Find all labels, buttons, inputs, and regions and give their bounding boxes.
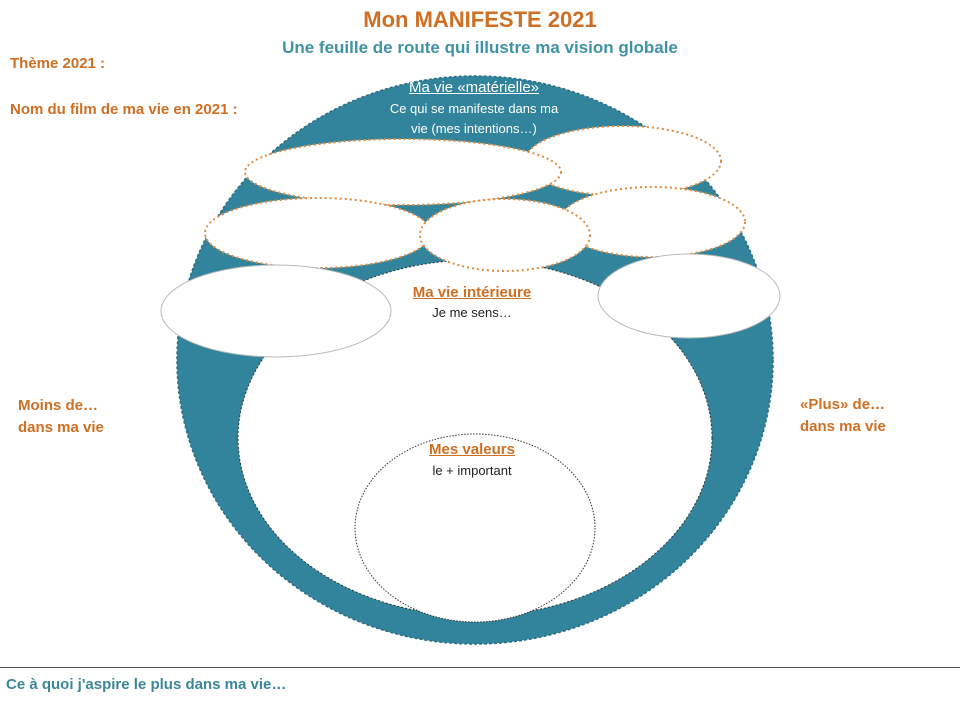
material-life-title: Ma vie «matérielle» [408, 79, 540, 96]
intention-bubble-5[interactable] [419, 198, 591, 272]
page-title: Mon MANIFESTE 2021 [363, 7, 597, 32]
more-label-line1: «Plus» de… [800, 396, 886, 413]
film-name-label: Nom du film de ma vie en 2021 : [10, 101, 238, 118]
theme-label: Thème 2021 : [10, 55, 106, 72]
intention-bubble-2[interactable] [244, 138, 562, 206]
intention-bubble-4[interactable] [204, 197, 432, 269]
values-desc: le + important [432, 463, 512, 478]
footer-divider [0, 667, 960, 668]
left-bubble[interactable] [160, 264, 392, 358]
inner-life-title: Ma vie intérieure [412, 284, 532, 301]
values-title: Mes valeurs [429, 441, 515, 458]
core-circle-values [354, 433, 596, 623]
material-life-desc-line2: vie (mes intentions…) [411, 121, 537, 136]
inner-life-desc: Je me sens… [432, 305, 512, 320]
aspiration-label: Ce à quoi j'aspire le plus dans ma vie… [6, 676, 287, 693]
more-label-line2: dans ma vie [800, 418, 886, 435]
right-bubble[interactable] [597, 253, 781, 339]
less-label-line2: dans ma vie [18, 419, 104, 436]
intention-bubble-3[interactable] [558, 186, 746, 258]
material-life-desc-line1: Ce qui se manifeste dans ma [389, 101, 559, 116]
less-label-line1: Moins de… [18, 397, 99, 414]
page-subtitle: Une feuille de route qui illustre ma vis… [282, 38, 678, 57]
intention-bubble-1[interactable] [524, 125, 722, 197]
